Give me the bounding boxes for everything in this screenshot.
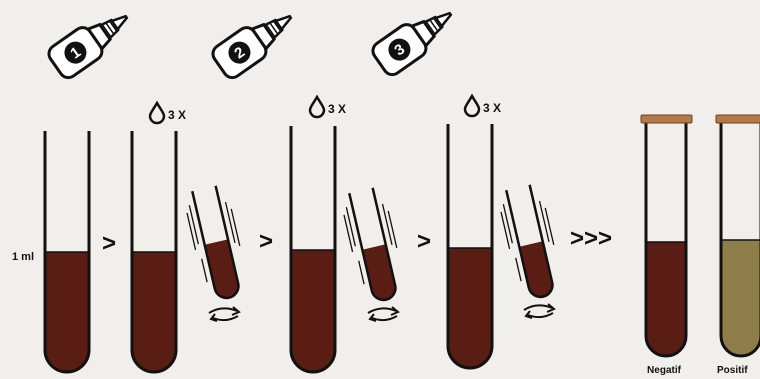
final-arrow: >>> [570,225,612,252]
mixing-tube-1 [183,184,251,303]
step-arrow-1: > [102,230,116,257]
rotate-arrows-icon [368,307,398,321]
volume-label: 1 ml [12,251,34,263]
result-tube-negative [641,115,692,356]
tube-cap [716,115,760,123]
drop-icon [150,103,164,123]
rotate-arrows-icon [209,307,239,321]
dropper-bottle-2: 2 [209,2,300,81]
step-arrow-3: > [417,228,431,255]
step-arrow-2: > [259,228,273,255]
mixing-tube-3 [497,183,565,302]
result-label-negative: Negatif [647,365,682,376]
dropper-bottle-3: 3 [369,0,460,78]
drop-icon [465,96,479,116]
test-tube-initial [45,131,89,372]
dropper-bottle-1: 1 [45,2,136,81]
drops-label-3: 3 X [483,101,501,115]
test-tube-after-reagent-3 [448,124,492,368]
test-tube-after-reagent-1 [132,131,176,372]
rotate-arrows-icon [524,304,554,318]
drops-label-1: 3 X [168,108,186,122]
result-label-positive: Positif [717,365,748,376]
drops-label-2: 3 X [328,102,346,116]
result-tube-positive [716,115,760,356]
drop-icon [310,97,324,117]
mixing-tube-2 [340,186,408,305]
tube-cap [641,115,692,123]
test-tube-after-reagent-2 [291,126,335,372]
